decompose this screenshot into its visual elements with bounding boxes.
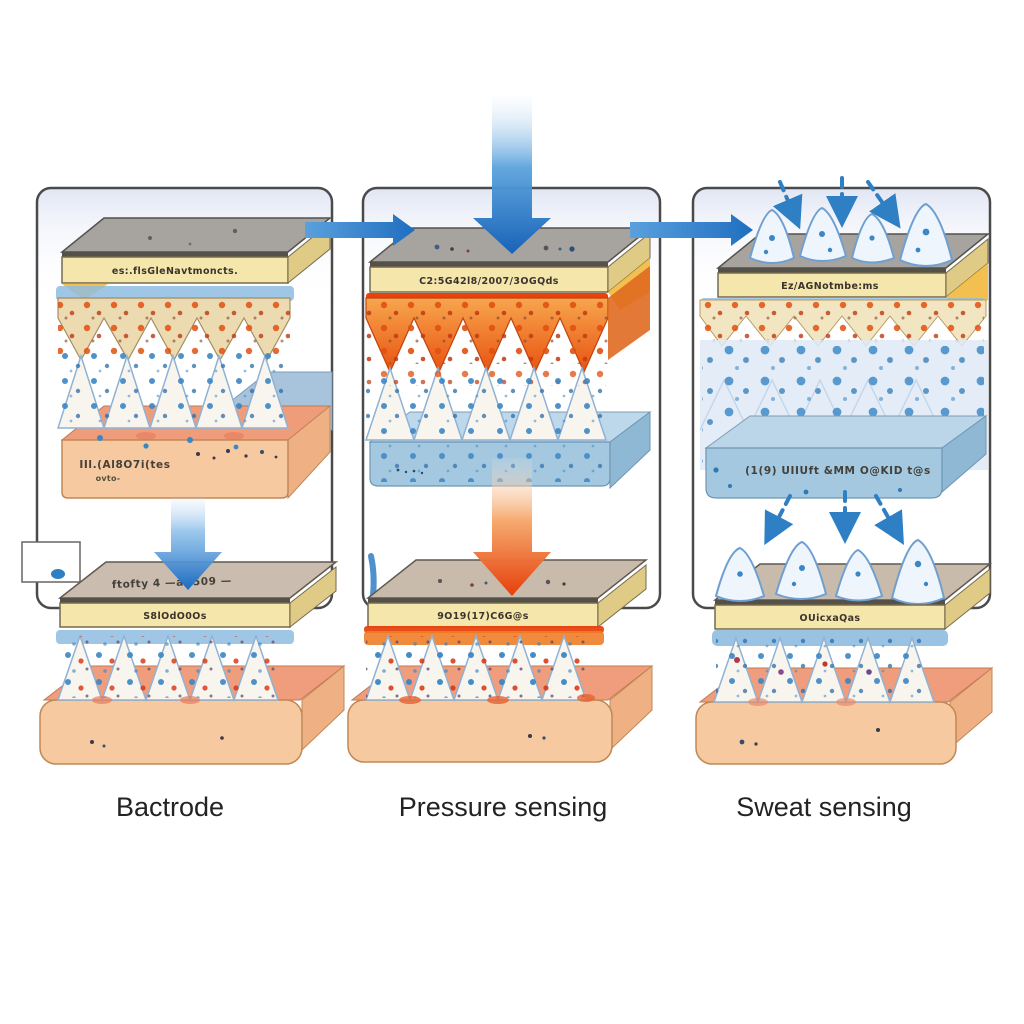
- skin-label-line2: ovto-: [96, 474, 121, 483]
- sweat-lower-strip-label: OUicxaQas: [800, 613, 861, 624]
- pressure-lower-strip-label: 9O19(17)C6G@s: [437, 611, 529, 622]
- electrode-label-strip: S8lOdO0Os: [59, 565, 337, 629]
- microstructure-layer: [364, 365, 608, 443]
- pressure-label-strip: C2:5G42l8/2007/3OGQds: [369, 231, 651, 294]
- electrode-down-arrow-icon: [154, 498, 222, 590]
- sweat-droplets-top: [748, 202, 954, 267]
- pressure-strip-label: C2:5G42l8/2007/3OGQds: [419, 276, 559, 287]
- lower-stack-electrode: ftofty 4 —a./509 — S8lOdO0Os: [21, 541, 346, 765]
- sweat-label-strip: Ez/AGNotmbe:ms: [717, 237, 989, 299]
- electrode-lower-strip-label: S8lOdO0Os: [143, 611, 207, 622]
- lower-stack-pressure: 9O19(17)C6G@s: [347, 553, 654, 763]
- condensation-arrows: [764, 490, 904, 546]
- blue-drip: [51, 569, 65, 579]
- microstructure-layer: [712, 630, 948, 706]
- microstructure-layer: [699, 298, 987, 347]
- upper-stack-electrode: es:.flsGleNavtmoncts. IIl.(Al8O7i(tes ov…: [56, 217, 333, 500]
- glass-notch: [21, 541, 81, 583]
- sweat-reservoir-slab: (1(9) UIIUft &MM O@KID t@s: [704, 415, 988, 499]
- pressure-response-arrow-icon: [473, 458, 551, 596]
- sweat-droplets-bottom: [714, 538, 946, 605]
- top-plate: [59, 217, 333, 257]
- microstructure-layer: [364, 626, 604, 704]
- upper-stack-sweat: Ez/AGNotmbe:ms: [699, 176, 991, 499]
- blue-drip: [368, 553, 377, 599]
- microstructure-layer: [56, 630, 294, 704]
- sweat-label-strip: OUicxaQas: [714, 567, 991, 631]
- sweat-strip-label: Ez/AGNotmbe:ms: [781, 281, 879, 292]
- caption-pressure: Pressure sensing: [399, 792, 608, 822]
- lower-stack-sweat: OUicxaQas: [695, 490, 994, 765]
- skin-label-line1: IIl.(Al8O7i(tes: [79, 459, 170, 471]
- pressure-down-arrow-icon: [473, 96, 551, 254]
- bottom-plate: ftofty 4 —a./509 —: [57, 561, 339, 603]
- blue-wash: [56, 286, 294, 301]
- compressed-microstructure-layer: [365, 266, 650, 374]
- microstructure-layer: [56, 297, 291, 450]
- arrow-right-1-icon: [305, 214, 415, 246]
- caption-electrode: Bactrode: [116, 792, 224, 822]
- bottom-plate-label: ftofty 4 —a./509 —: [112, 575, 232, 591]
- upper-stack-pressure: C2:5G42l8/2007/3OGQds: [364, 227, 653, 490]
- pressure-label-strip: 9O19(17)C6G@s: [367, 563, 647, 629]
- caption-sweat: Sweat sensing: [736, 792, 912, 822]
- evaporation-arrows: [772, 176, 901, 230]
- arrow-right-2-icon: [630, 214, 753, 246]
- electrode-strip-label: es:.flsGleNavtmoncts.: [112, 266, 238, 277]
- reservoir-label: (1(9) UIIUft &MM O@KID t@s: [745, 465, 931, 477]
